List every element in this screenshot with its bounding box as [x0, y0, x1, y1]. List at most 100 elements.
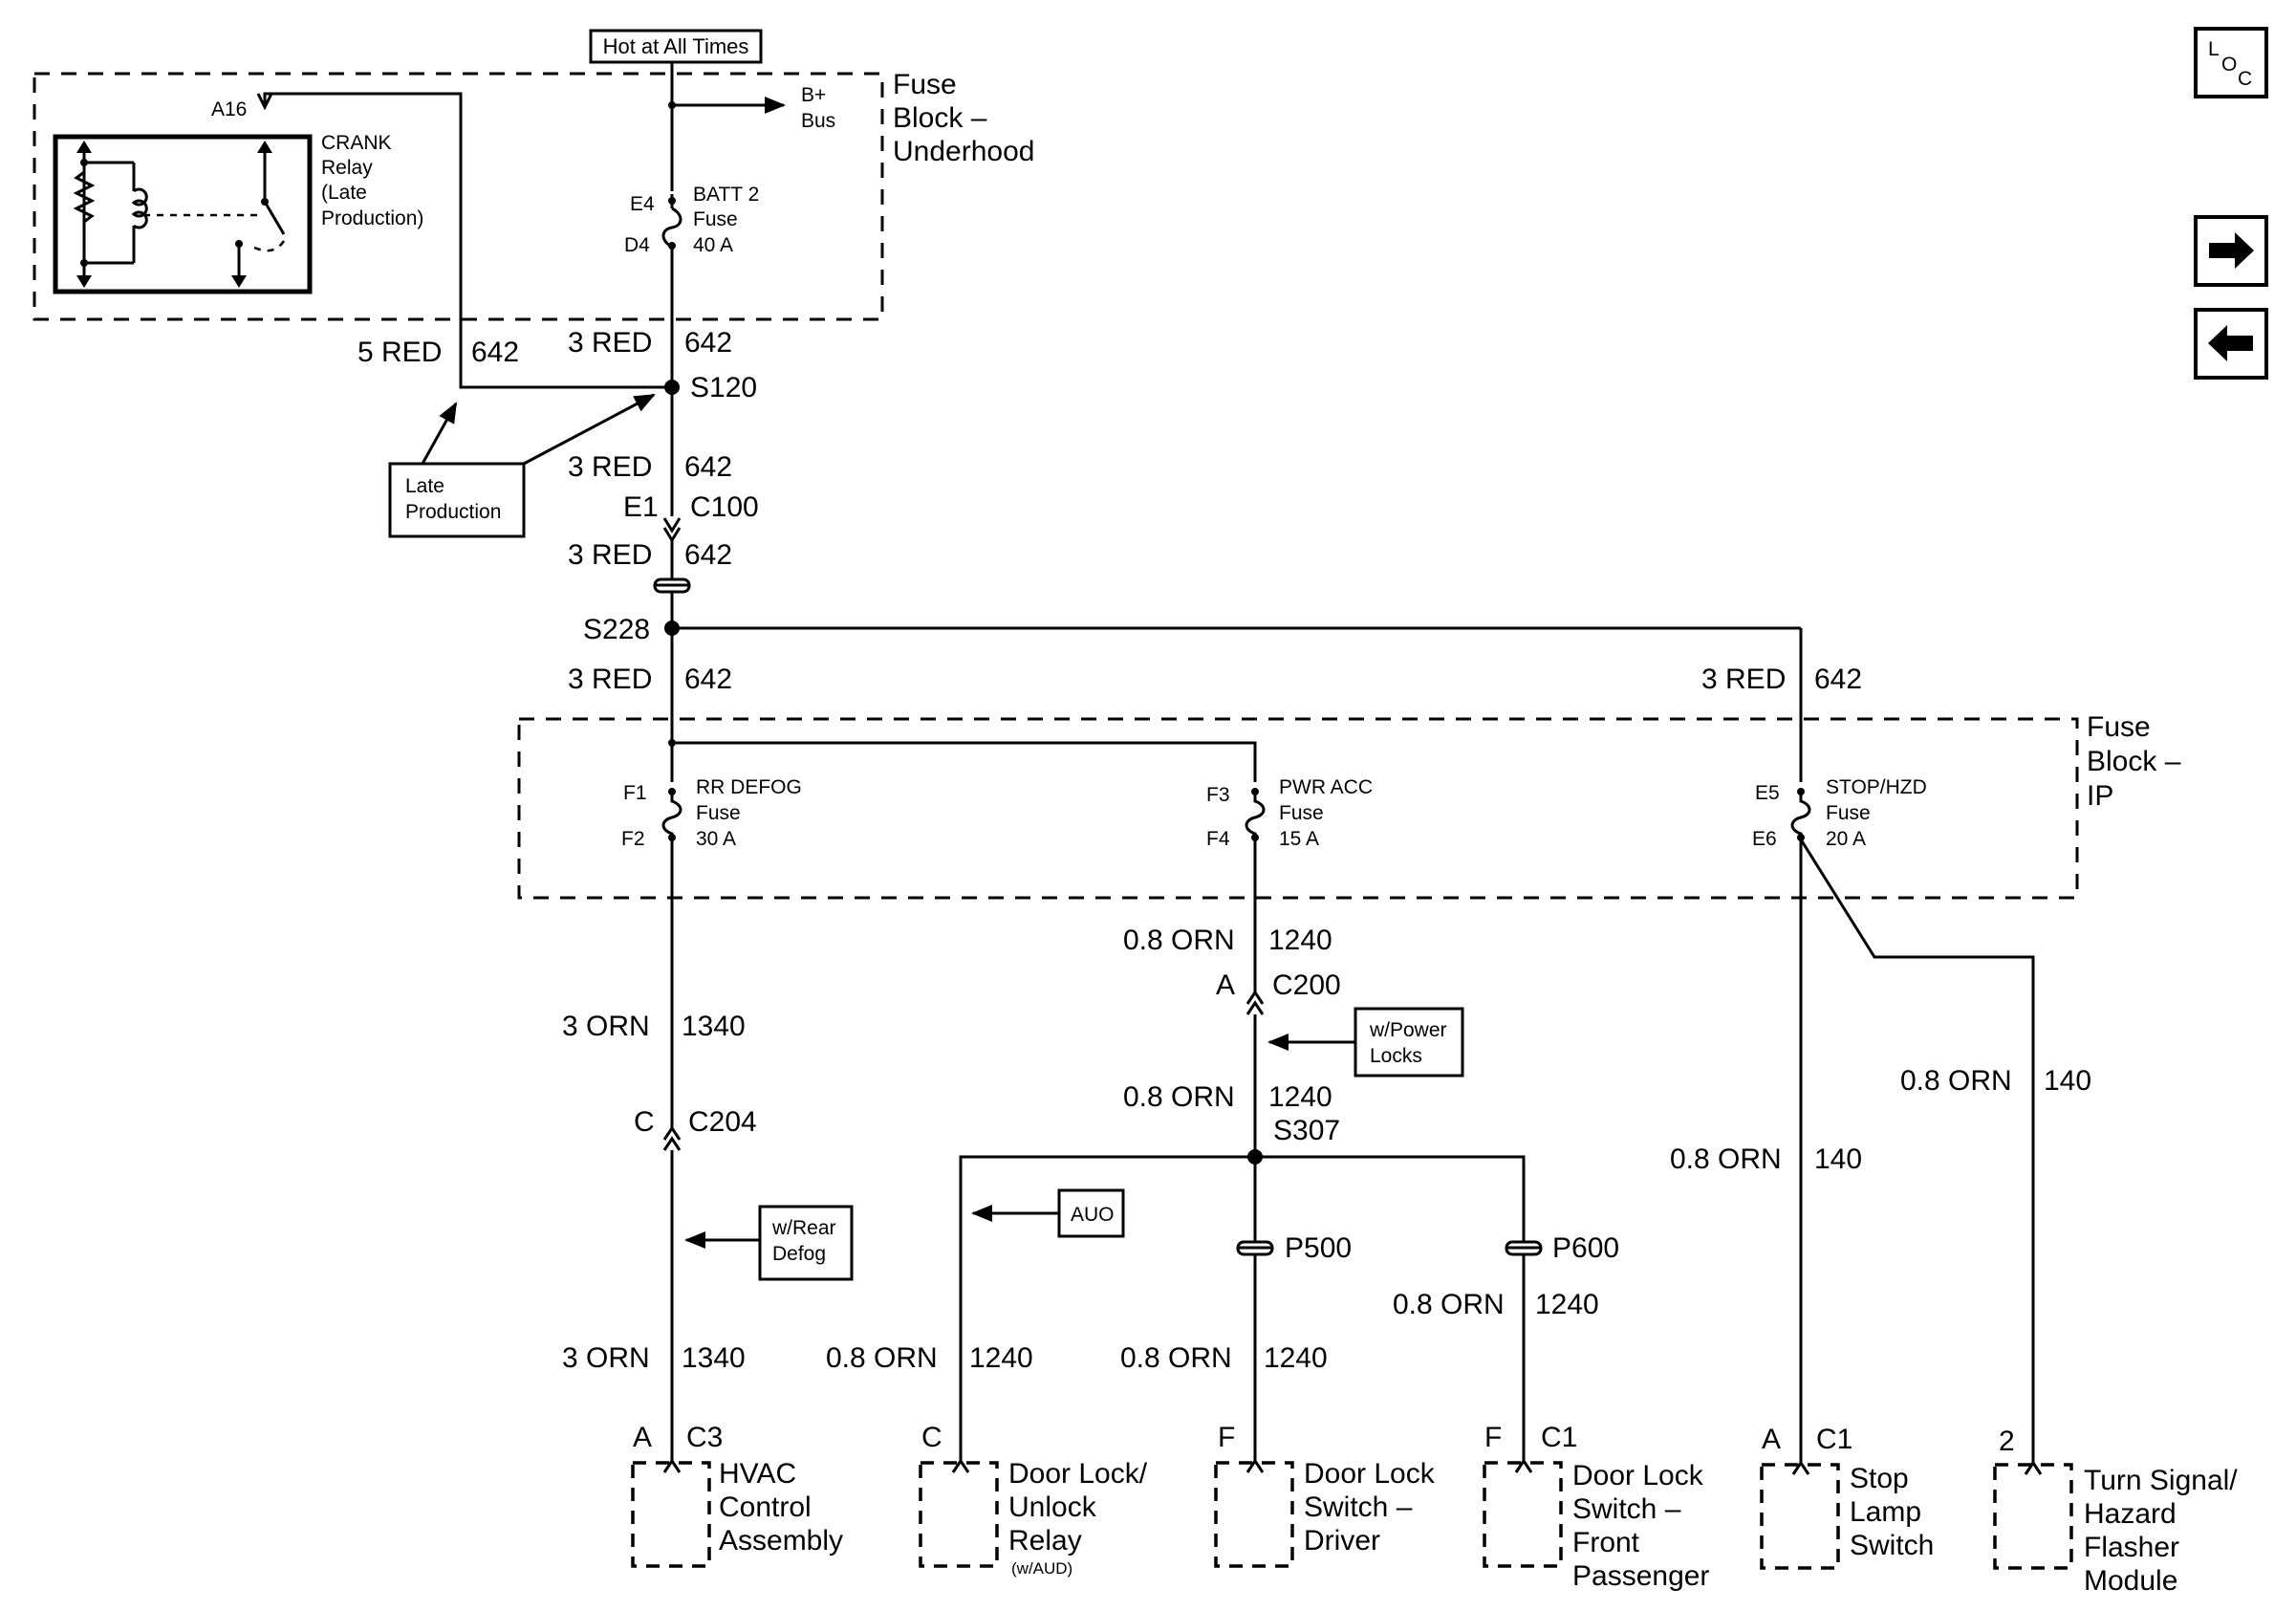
door-lock-passenger-label-3: Front: [1572, 1527, 1640, 1558]
hvac-control-assembly: [631, 1458, 711, 1568]
door-lock-passenger-label-1: Door Lock: [1572, 1460, 1704, 1491]
loc-button[interactable]: L O C: [2194, 27, 2268, 98]
door-lock-switch-front-passenger: [1483, 1458, 1563, 1568]
auo-option-callout: AUO: [971, 1188, 1125, 1238]
wire-label-1340-2: 1340: [682, 1342, 746, 1374]
crank-label-4: Production): [321, 207, 423, 229]
fuse-block-underhood-box: [32, 72, 884, 321]
power-locks-option-callout: w/Power Locks: [1267, 1007, 1464, 1078]
door-lock-driver-label-3: Driver: [1304, 1525, 1380, 1557]
pwr-acc-label-1: PWR ACC: [1279, 776, 1373, 798]
batt-fuse-label-2: Fuse: [693, 208, 738, 230]
wire-label-3red-3: 3 RED: [568, 539, 652, 571]
wire-label-642b: 642: [684, 327, 732, 359]
crank-pin: A16: [211, 98, 247, 120]
fuse-block-underhood-label-1: Fuse: [893, 69, 957, 100]
wire-label-642e: 642: [684, 664, 732, 695]
next-page-button[interactable]: [2194, 215, 2268, 287]
batt2-fuse: [661, 191, 682, 384]
pwr-acc-pin-out: F4: [1206, 828, 1230, 850]
svg-text:AUO: AUO: [1071, 1204, 1115, 1226]
c100-label: C100: [690, 491, 759, 523]
door-lock-relay-label-1: Door Lock/: [1008, 1458, 1148, 1490]
bus-label: Bus: [801, 110, 835, 132]
door-lock-passenger-label-2: Switch –: [1572, 1493, 1681, 1525]
hvac-label-3: Assembly: [719, 1525, 843, 1557]
fuse-block-ip-box: [517, 717, 2079, 900]
wire-label-1240-5: 1240: [1264, 1342, 1328, 1374]
svg-text:w/Power: w/Power: [1369, 1019, 1447, 1041]
wire-label-08orn-7: 0.8 ORN: [1900, 1065, 2012, 1097]
turn-signal-hazard-flasher-module: [1993, 1460, 2073, 1570]
wire-label-642f: 642: [1814, 664, 1862, 695]
hvac-label-2: Control: [719, 1491, 812, 1523]
crank-label-3: (Late: [321, 182, 367, 204]
stop-hzd-pin-in: E5: [1755, 782, 1780, 804]
door-lock-relay-label-3: Relay: [1008, 1525, 1082, 1557]
door-lock-relay-note: (w/AUD): [1011, 1559, 1072, 1578]
svg-text:w/Rear: w/Rear: [771, 1217, 836, 1239]
stop-lamp-pin: A: [1762, 1424, 1781, 1455]
batt-fuse-label-1: BATT 2: [693, 184, 759, 206]
stop-lamp-switch: [1760, 1460, 1840, 1570]
stop-hzd-label-1: STOP/HZD: [1826, 776, 1927, 798]
batt-fuse-pin-in: E4: [630, 193, 655, 215]
wire-label-3red-4: 3 RED: [568, 664, 652, 695]
c200-label: C200: [1272, 969, 1341, 1001]
b-plus-label: B+: [801, 84, 826, 106]
previous-page-button[interactable]: [2194, 308, 2268, 380]
crank-wire: [263, 92, 672, 389]
wire-label-140-2: 140: [2044, 1065, 2091, 1097]
wire-label-140-1: 140: [1814, 1143, 1862, 1175]
arrow-right-icon: [2209, 232, 2254, 269]
svg-text:Defog: Defog: [772, 1243, 826, 1265]
fuse-block-ip-label-2: Block –: [2087, 746, 2181, 777]
p600-label: P600: [1552, 1232, 1619, 1264]
p500-splice-pack: [1236, 1240, 1274, 1256]
pwr-acc-fuse: [1245, 788, 1266, 841]
wire-label-3red-1: 3 RED: [568, 327, 652, 359]
crank-label-1: CRANK: [321, 132, 392, 154]
wire-label-3red-2: 3 RED: [568, 451, 652, 483]
door-lock-driver-pin: F: [1218, 1422, 1235, 1453]
wire-label-08orn-1: 0.8 ORN: [1123, 925, 1235, 956]
stop-hzd-label-3: 20 A: [1826, 828, 1866, 850]
wire-label-1240-3: 1240: [1535, 1289, 1599, 1320]
door-lock-passenger-conn: C1: [1541, 1422, 1577, 1453]
svg-text:C: C: [2238, 68, 2252, 90]
p600-splice-pack: [1505, 1240, 1543, 1256]
svg-text:L: L: [2208, 38, 2220, 60]
arrow-left-icon: [2208, 325, 2253, 361]
pwr-acc-feed-wire: [672, 741, 1257, 782]
door-lock-switch-driver: [1214, 1458, 1294, 1568]
door-lock-driver-label-1: Door Lock: [1304, 1458, 1436, 1490]
wire-label-3orn-1: 3 ORN: [562, 1011, 650, 1042]
c204-pin-label: C: [634, 1106, 655, 1138]
fuse-block-ip-label-3: IP: [2087, 780, 2113, 812]
c100-pin-label: E1: [623, 491, 659, 523]
s228-label: S228: [583, 614, 650, 645]
rr-defog-pin-out: F2: [621, 828, 645, 850]
wire-label-1240-4: 1240: [969, 1342, 1033, 1374]
door-lock-relay-label-2: Unlock: [1008, 1491, 1097, 1523]
wire-label-08orn-3: 0.8 ORN: [1393, 1289, 1505, 1320]
flasher-label-1: Turn Signal/: [2084, 1465, 2238, 1496]
stop-lamp-label-3: Switch: [1850, 1530, 1934, 1561]
hazard-flasher-wire: [1799, 838, 2035, 1463]
c204-label: C204: [688, 1106, 757, 1138]
rear-defog-option-callout: w/Rear Defog: [684, 1205, 854, 1281]
svg-text:Late: Late: [405, 475, 444, 497]
fuse-block-underhood-label-3: Underhood: [893, 136, 1034, 167]
rr-defog-label-3: 30 A: [696, 828, 736, 850]
wire-label-08orn-6: 0.8 ORN: [1670, 1143, 1782, 1175]
fuse-block-ip-label-1: Fuse: [2087, 711, 2151, 743]
batt-fuse-label-3: 40 A: [693, 234, 733, 256]
rr-defog-label-1: RR DEFOG: [696, 776, 802, 798]
s307-branch-wires: [959, 1155, 1526, 1461]
pwr-acc-pin-in: F3: [1206, 784, 1230, 806]
wire-label-3red-5: 3 RED: [1701, 664, 1786, 695]
splice-pack-icon: [653, 577, 691, 594]
hvac-conn: C3: [686, 1422, 723, 1453]
flasher-pin: 2: [1999, 1426, 2015, 1457]
door-lock-unlock-relay: [919, 1458, 999, 1568]
